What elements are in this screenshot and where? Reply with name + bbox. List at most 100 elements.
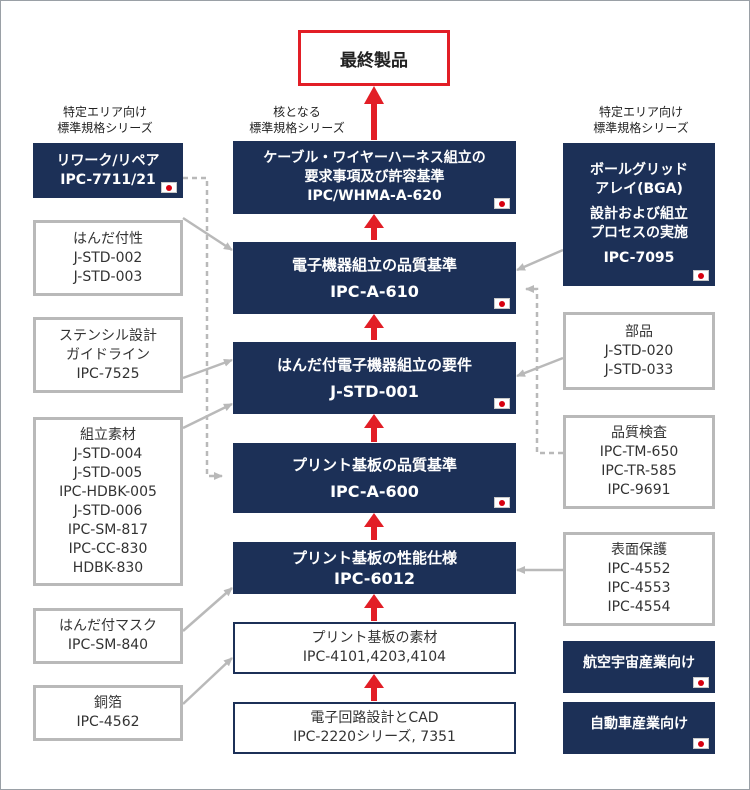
left-box-soldermask: はんだ付マスク IPC-SM-840 <box>33 608 183 664</box>
final-product-box: 最終製品 <box>298 30 450 86</box>
box-line: 電子機器組立の品質基準 <box>291 255 457 274</box>
header-line: 特定エリア向け <box>598 105 683 119</box>
center-box-cad: 電子回路設計とCAD IPC-2220シリーズ, 7351 <box>233 702 516 754</box>
right-box-aerospace: 航空宇宙産業向け <box>563 641 715 693</box>
japan-flag-icon <box>693 270 709 281</box>
box-line: リワーク/リペア <box>56 152 160 169</box>
connector-solderability <box>182 216 233 252</box>
box-line: アレイ(BGA) <box>595 181 683 197</box>
arrowhead-001 <box>364 414 384 428</box>
final-product-label: 最終製品 <box>340 50 408 71</box>
box-line: はんだ付マスク <box>59 618 157 634</box>
box-line: 自動車産業向け <box>590 715 688 732</box>
box-line: J-STD-001 <box>330 381 419 401</box>
right-box-automotive: 自動車産業向け <box>563 702 715 754</box>
box-line: J-STD-006 <box>73 502 143 519</box>
box-line: 組立素材 <box>80 426 136 443</box>
dashed-connector-rework <box>183 176 223 480</box>
connector-stencil <box>182 358 233 380</box>
japan-flag-icon <box>693 677 709 688</box>
left-box-assembly-materials: 組立素材 J-STD-004 J-STD-005 IPC-HDBK-005 J-… <box>33 417 183 586</box>
arrowhead-4101 <box>364 674 384 688</box>
left-box-solderability: はんだ付性 J-STD-002 J-STD-003 <box>33 220 183 296</box>
arrowhead-6012 <box>364 594 384 608</box>
connector-copperfoil <box>182 657 233 705</box>
center-box-ipc-6012: プリント基板の性能仕様 IPC-6012 <box>233 542 516 594</box>
center-box-materials: プリント基板の素材 IPC-4101,4203,4104 <box>233 622 516 674</box>
box-line: IPC-2220シリーズ, 7351 <box>293 729 456 745</box>
box-line: ケーブル・ワイヤーハーネス組立の <box>263 150 486 166</box>
box-line: ボールグリッド <box>590 162 688 178</box>
box-line: IPC-CC-830 <box>68 540 148 557</box>
box-line: ステンシル設計 <box>59 327 157 344</box>
box-line: IPC-4562 <box>76 714 140 730</box>
center-box-harness: ケーブル・ワイヤーハーネス組立の 要求事項及び許容基準 IPC/WHMA-A-6… <box>233 141 516 214</box>
header-line: 標準規格シリーズ <box>57 121 153 135</box>
box-line: プリント基板の品質基準 <box>291 455 457 474</box>
box-line: IPC/WHMA-A-620 <box>307 188 442 204</box>
box-line: J-STD-033 <box>604 361 674 378</box>
japan-flag-icon <box>494 497 510 508</box>
box-line: IPC-A-610 <box>330 281 419 301</box>
connector-soldermask <box>182 587 233 632</box>
box-line: IPC-SM-840 <box>67 637 149 653</box>
box-line: IPC-SM-817 <box>67 521 149 538</box>
box-line: 設計および組立 <box>590 206 688 222</box>
box-line: IPC-6012 <box>334 568 415 588</box>
box-line: IPC-TR-585 <box>601 463 677 479</box>
box-line: IPC-A-600 <box>330 481 419 501</box>
japan-flag-icon <box>161 182 177 193</box>
box-line: IPC-TM-650 <box>599 444 679 460</box>
connector-components <box>516 356 564 378</box>
box-line: IPC-HDBK-005 <box>59 483 157 500</box>
box-line: IPC-9691 <box>607 482 671 498</box>
dashed-connector-inspection <box>525 285 563 455</box>
left-box-copper-foil: 銅箔 IPC-4562 <box>33 685 183 741</box>
box-line: プリント基板の素材 <box>311 630 438 646</box>
box-line: 銅箔 <box>94 695 122 711</box>
box-line: 要求事項及び許容基準 <box>304 169 445 185</box>
box-line: プロセスの実施 <box>590 225 688 241</box>
box-line: J-STD-020 <box>604 342 674 359</box>
box-line: 部品 <box>625 323 653 340</box>
center-box-ipc-a-610: 電子機器組立の品質基準 IPC-A-610 <box>233 242 516 314</box>
box-line: IPC-4554 <box>607 599 671 615</box>
arrowhead-620 <box>364 214 384 228</box>
box-line: ガイドライン <box>66 346 150 363</box>
box-line: IPC-4101,4203,4104 <box>302 649 447 665</box>
box-line: J-STD-004 <box>73 445 143 462</box>
center-box-j-std-001: はんだ付電子機器組立の要件 J-STD-001 <box>233 342 516 414</box>
box-line: IPC-7095 <box>603 250 675 266</box>
left-box-stencil: ステンシル設計 ガイドライン IPC-7525 <box>33 317 183 393</box>
box-line: J-STD-003 <box>73 268 143 285</box>
left-box-rework: リワーク/リペア IPC-7711/21 <box>33 143 183 198</box>
box-line: はんだ付性 <box>73 230 143 247</box>
box-line: 品質検査 <box>611 425 667 441</box>
header-line: 標準規格シリーズ <box>593 121 689 135</box>
box-line: 電子回路設計とCAD <box>310 710 439 726</box>
box-line: IPC-7525 <box>76 365 140 382</box>
arrowhead-600 <box>364 513 384 527</box>
left-column-header: 特定エリア向け 標準規格シリーズ <box>30 104 180 136</box>
center-column-header: 核となる 標準規格シリーズ <box>222 104 372 136</box>
right-box-components: 部品 J-STD-020 J-STD-033 <box>563 312 715 390</box>
japan-flag-icon <box>494 198 510 209</box>
box-line: プリント基板の性能仕様 <box>291 548 457 567</box>
box-line: HDBK-830 <box>72 559 144 576</box>
right-column-header: 特定エリア向け 標準規格シリーズ <box>566 104 716 136</box>
arrowhead-final <box>364 86 384 104</box>
japan-flag-icon <box>494 298 510 309</box>
box-line: J-STD-002 <box>73 249 143 266</box>
arrowhead-610 <box>364 314 384 328</box>
box-line: IPC-4552 <box>607 561 671 577</box>
japan-flag-icon <box>693 738 709 749</box>
japan-flag-icon <box>494 398 510 409</box>
box-line: はんだ付電子機器組立の要件 <box>276 355 472 374</box>
connector-bga <box>516 248 564 272</box>
center-box-ipc-a-600: プリント基板の品質基準 IPC-A-600 <box>233 443 516 513</box>
right-box-surface-protection: 表面保護 IPC-4552 IPC-4553 IPC-4554 <box>563 532 715 626</box>
box-line: 表面保護 <box>611 542 667 558</box>
header-line: 標準規格シリーズ <box>249 121 345 135</box>
box-line: IPC-7711/21 <box>60 171 156 188</box>
